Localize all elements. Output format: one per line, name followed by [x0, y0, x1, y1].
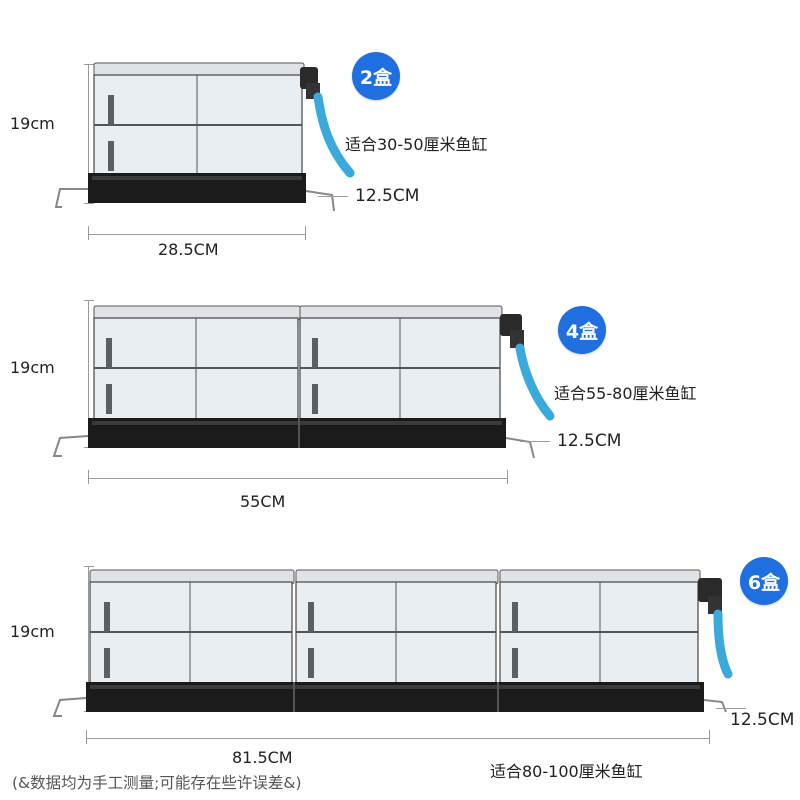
width-dimension-tick: [88, 470, 89, 484]
width-dimension-line: [88, 234, 306, 235]
width-dimension-tick: [507, 470, 508, 484]
depth-label: 12.5CM: [355, 186, 420, 206]
tank-fit-label: 适合80-100厘米鱼缸: [490, 762, 643, 781]
box-count-badge: 4盒: [558, 306, 606, 354]
width-dimension-tick: [709, 730, 710, 744]
depth-label: 12.5CM: [557, 431, 622, 451]
height-dimension-tick: [84, 300, 94, 301]
height-dimension-line: [88, 300, 89, 448]
height-dimension-tick: [84, 203, 94, 204]
tank-fit-label: 适合30-50厘米鱼缸: [345, 135, 488, 154]
height-dimension-line: [88, 64, 89, 204]
box-count-badge: 2盒: [352, 52, 400, 100]
filter-box-illustration: [52, 569, 733, 717]
depth-dimension-line: [318, 196, 348, 197]
width-dimension-tick: [305, 226, 306, 240]
height-dimension-tick: [84, 566, 94, 567]
height-dimension-line: [88, 566, 89, 712]
depth-dimension-line: [520, 441, 550, 442]
width-label: 81.5CM: [232, 748, 293, 767]
tank-fit-label: 适合55-80厘米鱼缸: [554, 384, 697, 403]
width-dimension-tick: [88, 226, 89, 240]
height-label: 19cm: [10, 358, 55, 377]
width-dimension-line: [88, 478, 508, 479]
height-label: 19cm: [10, 622, 55, 641]
box-count-badge: 6盒: [740, 557, 788, 605]
measurement-disclaimer: (&数据均为手工测量;可能存在些许误差&): [12, 774, 302, 792]
depth-label: 12.5CM: [730, 710, 795, 730]
filter-box-illustration: [54, 62, 355, 212]
width-label: 28.5CM: [158, 240, 219, 259]
height-label: 19cm: [10, 114, 55, 133]
depth-dimension-line: [716, 708, 746, 709]
filter-box-illustration: [52, 305, 555, 459]
width-dimension-tick: [86, 730, 87, 744]
height-dimension-tick: [84, 64, 94, 65]
width-label: 55CM: [240, 492, 286, 511]
width-dimension-line: [86, 738, 710, 739]
